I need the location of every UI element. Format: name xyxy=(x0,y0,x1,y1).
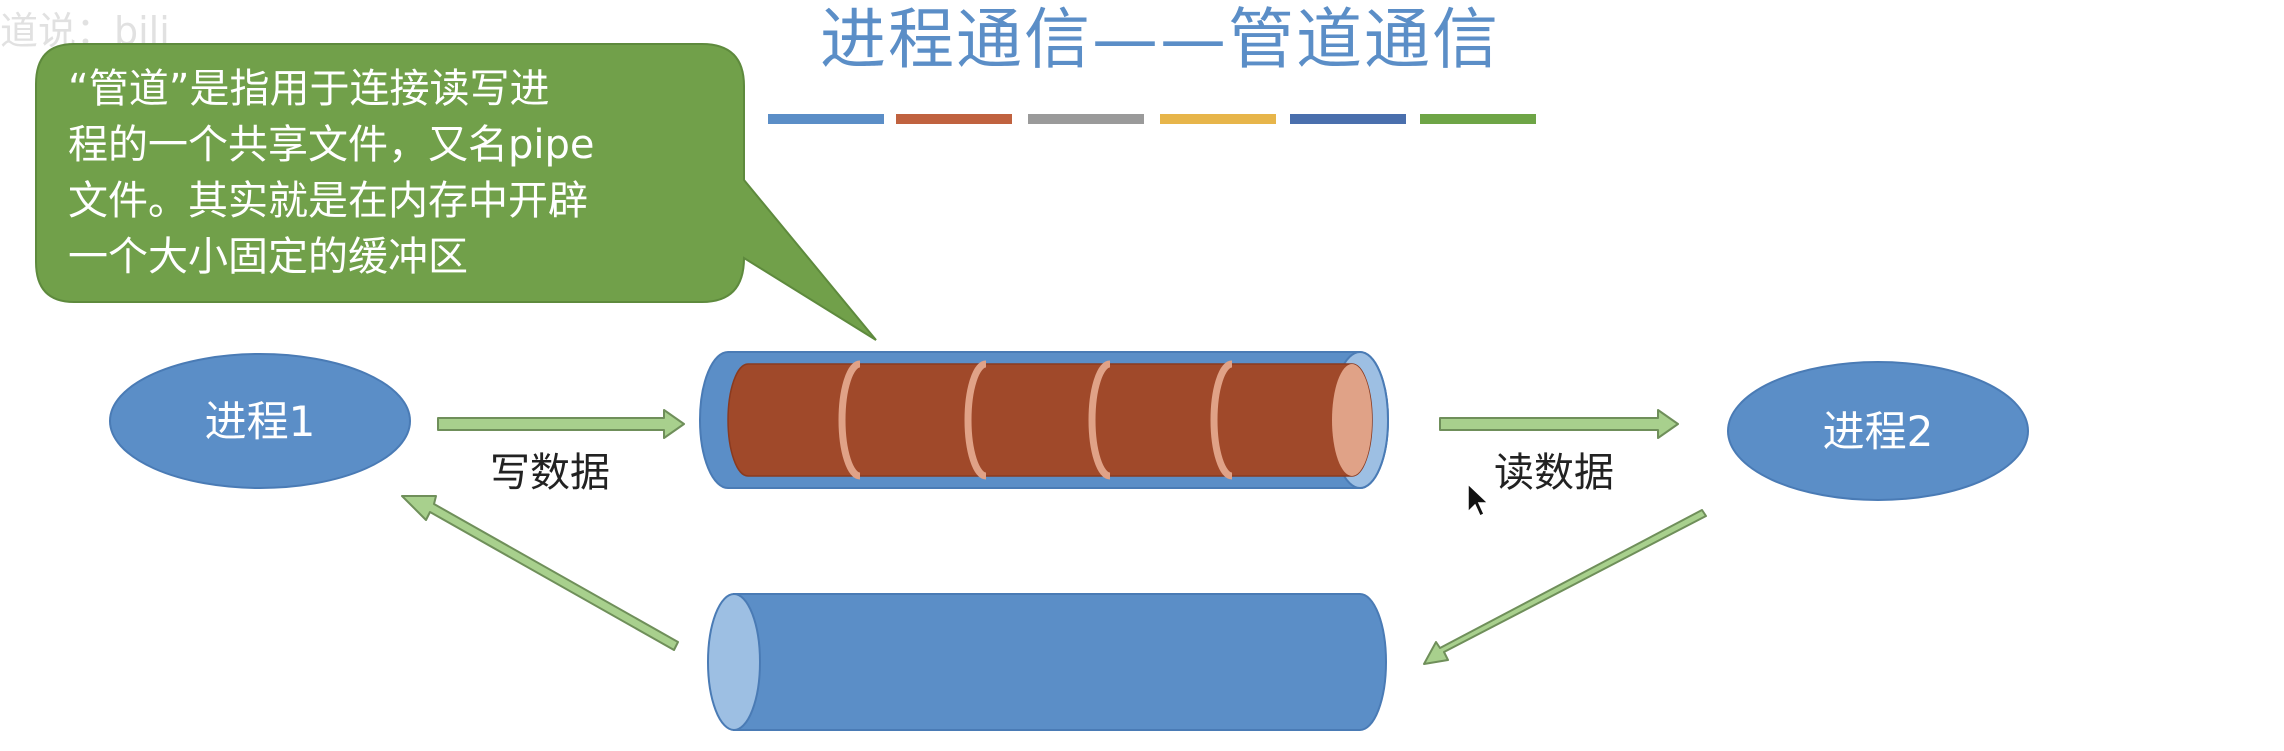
buffer-segment-ring xyxy=(1210,360,1233,480)
process-1-ellipse xyxy=(109,353,411,489)
callout: “管道”是指用于连接读写进 程的一个共享文件，又名pipe 文件。其实就是在内存… xyxy=(35,43,877,341)
buffer-segment-ring xyxy=(838,360,861,480)
process-2: 进程2 xyxy=(1727,361,2029,501)
return-arrow-right xyxy=(1423,509,1707,665)
return-arrow-left xyxy=(401,495,679,651)
callout-line-4: 一个大小固定的缓冲区 xyxy=(68,234,468,280)
process-2-label: 进程2 xyxy=(1823,407,1934,456)
stripe-gray xyxy=(1028,114,1144,124)
pipe-top-buffer-face xyxy=(1332,364,1372,476)
pipe-bottom-body xyxy=(733,593,1387,731)
mouse-cursor-icon xyxy=(1467,482,1490,518)
pipe-top-buffer xyxy=(727,363,1373,477)
process-1: 进程1 xyxy=(109,353,411,489)
stripe-orange xyxy=(896,114,1012,124)
read-data-label: 读数据 xyxy=(1494,450,1614,496)
title-underline-stripes xyxy=(0,114,2284,128)
stripe-darkblue xyxy=(1290,114,1406,124)
pipe-bottom-end xyxy=(707,593,761,731)
callout-line-1: “管道”是指用于连接读写进 xyxy=(68,66,549,112)
callout-body xyxy=(35,43,877,341)
stripe-green xyxy=(1420,114,1536,124)
slide-title: 进程通信——管道通信 xyxy=(820,1,1500,78)
pipe-bottom xyxy=(707,593,1387,731)
process-1-label: 进程1 xyxy=(205,397,316,446)
callout-line-2: 程的一个共享文件，又名pipe xyxy=(68,122,595,168)
buffer-segment-ring xyxy=(1088,360,1111,480)
callout-line-3: 文件。其实就是在内存中开辟 xyxy=(68,178,588,224)
arrows xyxy=(401,409,1707,665)
stripe-blue xyxy=(768,114,884,124)
stripe-yellow xyxy=(1160,114,1276,124)
read-arrow xyxy=(1439,409,1679,439)
write-arrow xyxy=(437,409,685,439)
write-data-label: 写数据 xyxy=(490,450,610,496)
process-2-ellipse xyxy=(1727,361,2029,501)
buffer-segment-ring xyxy=(964,360,987,480)
pipe-top xyxy=(699,351,1389,489)
